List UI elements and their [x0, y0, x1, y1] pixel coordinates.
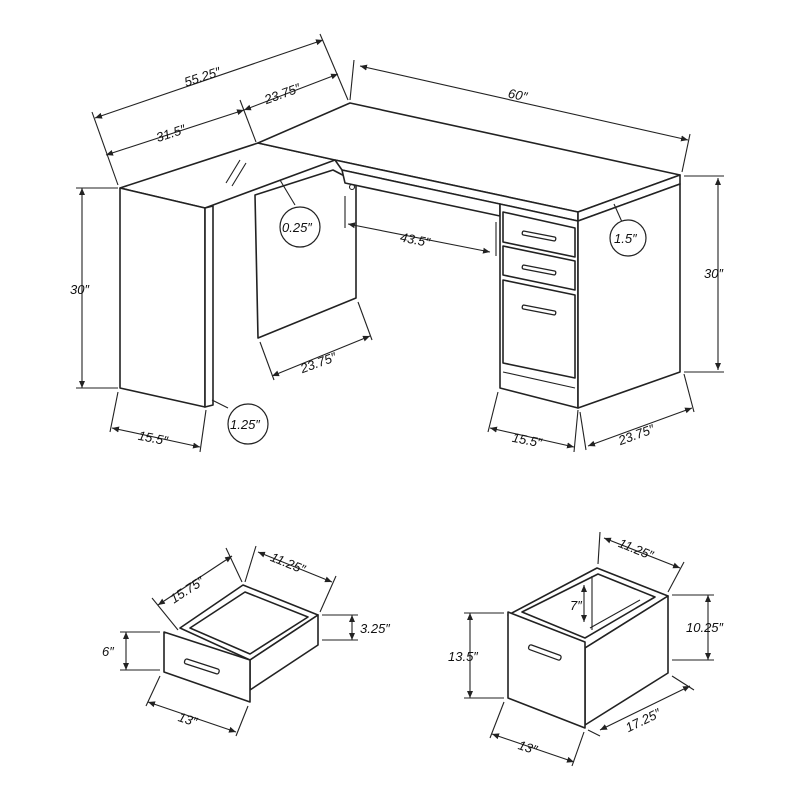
label-top-thickness: 1.5″ [614, 231, 637, 246]
label-file-width: 11.25″ [616, 535, 656, 563]
small-drawer-handle [183, 658, 220, 675]
label-file-divider: 7″ [570, 598, 582, 613]
drawer-handle-top [521, 230, 557, 242]
label-main-length: 60″ [507, 86, 529, 105]
callout-top-thickness [609, 219, 647, 257]
dim-line-cabinet-depth [587, 407, 693, 447]
file-drawer-diagram: 11.25″ 7″ 10.25″ 13.5″ 13″ 17.25″ [448, 531, 724, 767]
label-file-front-height: 13.5″ [448, 649, 478, 664]
label-small-height: 3.25″ [360, 621, 390, 636]
rear-support-panel [254, 169, 357, 339]
label-glass-thickness: 0.25″ [282, 220, 312, 235]
dim-line-cabinet-width [489, 426, 575, 449]
dim-line-legroom [347, 222, 491, 254]
file-drawer-divider [589, 599, 641, 629]
label-small-width: 11.25″ [268, 549, 308, 577]
label-file-inner-height: 10.25″ [686, 620, 724, 635]
dim-line-small-front-width [147, 701, 237, 733]
drawer-handle-file [521, 304, 557, 316]
dim-line-return-section [105, 109, 245, 156]
dim-line-return-corner [243, 73, 339, 111]
l-shaped-desk: 55.25″ 31.5″ 23.75″ 60″ 30″ 30″ 0.25″ 1.… [70, 33, 724, 453]
file-drawer-inner [521, 573, 656, 639]
drawer-handle-middle [521, 264, 557, 276]
grommet-hole [348, 183, 356, 191]
label-small-depth: 15.75″ [167, 573, 207, 606]
file-drawer-front [507, 611, 586, 729]
dim-line-file-depth [599, 685, 691, 731]
label-cabinet-depth: 23.75″ [615, 421, 656, 448]
callout-glass-thickness [279, 206, 321, 248]
label-cabinet-width: 15.5″ [511, 430, 544, 451]
dim-line-overall-width [94, 39, 324, 119]
dim-line-small-depth [157, 555, 233, 606]
dim-line-main-length [359, 64, 689, 142]
glass-glare-mark [231, 162, 247, 187]
pedestal-side [577, 183, 681, 409]
left-side-panel [119, 187, 206, 408]
label-leg-width: 15.5″ [137, 428, 170, 449]
label-file-front-width: 13″ [516, 737, 539, 757]
pedestal-base-line [502, 371, 576, 389]
label-leg-thickness: 1.25″ [230, 417, 260, 432]
file-drawer-handle [527, 644, 562, 661]
dim-line-leg-width [111, 426, 201, 449]
label-return-corner: 23.75″ [261, 80, 302, 107]
label-return-section: 31.5″ [154, 121, 187, 145]
label-overall-width: 55.25″ [182, 64, 222, 90]
label-small-front-width: 13″ [176, 709, 199, 729]
dim-line-small-width [257, 551, 333, 583]
label-height-left: 30″ [70, 282, 89, 297]
label-legroom: 43.5″ [399, 229, 432, 250]
dim-line-file-width [603, 537, 681, 569]
callout-leg-thickness [227, 403, 269, 445]
glass-glare-mark [225, 159, 241, 184]
small-drawer-diagram: 15.75″ 11.25″ 3.25″ 6″ 13″ [102, 545, 390, 737]
label-panel-depth: 23.75″ [297, 349, 338, 376]
dim-line-file-front-width [491, 733, 575, 763]
label-file-depth: 17.25″ [623, 705, 663, 735]
label-small-front-height: 6″ [102, 644, 114, 659]
label-height-right: 30″ [704, 266, 723, 281]
dim-line-panel-depth [271, 335, 371, 377]
pedestal-file-drawer [502, 279, 576, 379]
left-panel-edge [204, 205, 214, 408]
